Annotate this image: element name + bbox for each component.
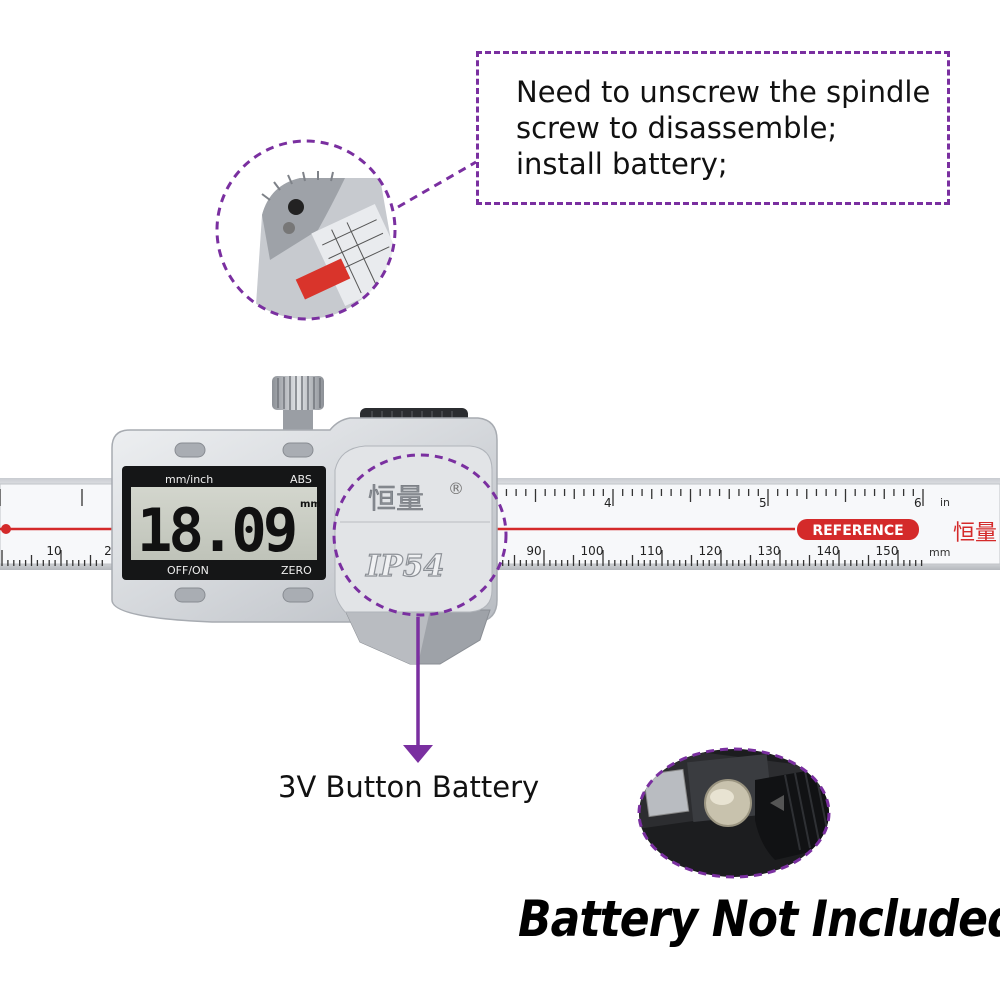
- battery-label: 3V Button Battery: [278, 770, 540, 804]
- registered-mark: ®: [448, 479, 464, 498]
- scale-tick-label: 90: [526, 544, 541, 558]
- body-slot: [174, 587, 206, 603]
- ip-rating: IP54: [365, 549, 444, 584]
- scale-tick-label: 150: [876, 544, 899, 558]
- body-slot: [174, 442, 206, 458]
- scale-tick-label: 120: [699, 544, 722, 558]
- reference-label: REFERENCE: [812, 523, 903, 539]
- scale-tick-label: 6: [914, 496, 922, 510]
- scale-tick-label: 100: [581, 544, 604, 558]
- scale-tick-label: 110: [640, 544, 663, 558]
- callout-text: Need to unscrew the spindle screw to dis…: [516, 74, 946, 182]
- battery-cover-highlight: [332, 453, 508, 617]
- inch-unit-label: in: [940, 496, 950, 509]
- scale-tick-label: 5: [759, 496, 767, 510]
- callout-box: [476, 51, 950, 205]
- lcd-unit: mm: [300, 499, 321, 510]
- body-slot: [282, 442, 314, 458]
- arrow-head-icon: [403, 745, 433, 763]
- callout-line: screw to disassemble;: [516, 111, 838, 145]
- lcd-reading: 18.09: [137, 496, 295, 566]
- zero-button-label: ZERO: [281, 564, 312, 577]
- body-slot: [282, 587, 314, 603]
- abs-mode-label: ABS: [290, 473, 312, 486]
- scale-tick-label: 130: [758, 544, 781, 558]
- scale-tick-label: 10: [46, 544, 61, 558]
- scale-tick-label: 4: [604, 496, 612, 510]
- callout-connector: [397, 160, 477, 209]
- scale-tick-label: 2: [104, 544, 112, 558]
- scale-brand-mark: 恒量: [953, 521, 997, 546]
- thumb-wheel-knob: [272, 376, 324, 431]
- battery-not-included-notice: Battery Not Included: [518, 890, 1000, 948]
- callout-line: install battery;: [516, 147, 728, 181]
- scale-tick-label: 140: [817, 544, 840, 558]
- callout-line: Need to unscrew the spindle: [516, 75, 931, 109]
- reference-badge: [797, 519, 919, 540]
- spindle-screw-zoom: [215, 139, 397, 321]
- unit-toggle-label: mm/inch: [165, 473, 213, 486]
- power-button-label: OFF/ON: [167, 564, 209, 577]
- brand-mark: 恒量: [368, 482, 424, 515]
- mm-unit-label: mm: [929, 546, 950, 559]
- lcd-display: mm/inch ABS 18.09 mm OFF/ON ZERO: [122, 466, 326, 580]
- battery-compartment-zoom: [637, 747, 831, 879]
